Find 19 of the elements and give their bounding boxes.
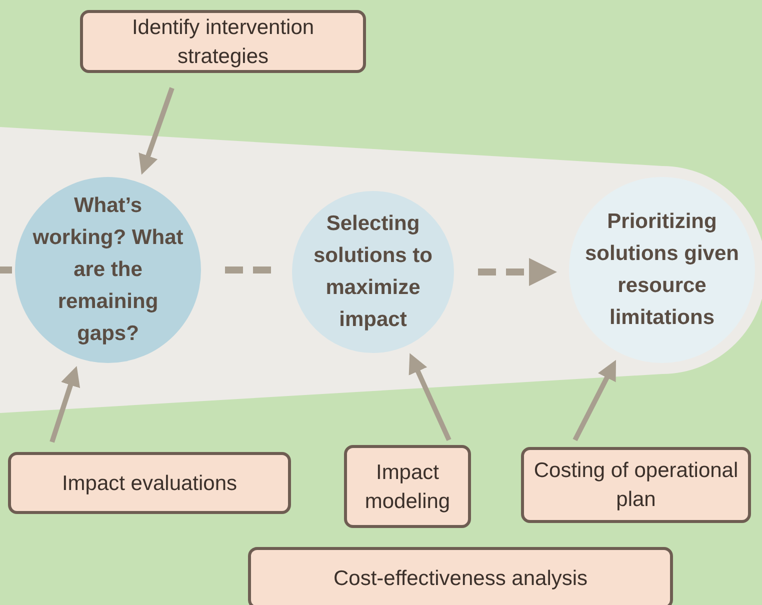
node-text: Prioritizing solutions given resource limitations: [584, 209, 740, 331]
input-box: [344, 445, 471, 528]
dashed-connector: [0, 266, 12, 274]
arrow: [408, 353, 452, 442]
arrow: [138, 87, 174, 175]
node-text: Identify intervention strategies: [130, 14, 316, 70]
input-box: [8, 452, 291, 514]
node-text: Cost-effectiveness analysis: [333, 566, 588, 592]
node-text: Impact modeling: [364, 460, 452, 514]
node-text: Selecting solutions to maximize impact: [312, 211, 434, 333]
node-text: Impact evaluations: [62, 470, 238, 496]
input-box: [80, 10, 366, 73]
input-box: [248, 547, 673, 605]
arrow: [478, 258, 557, 286]
node-text: Costing of operational plan: [532, 458, 740, 513]
input-box: [521, 447, 751, 523]
arrow: [50, 366, 80, 443]
node-text: What’s working? What are the remaining gaps?: [32, 193, 184, 347]
arrow: [572, 360, 616, 442]
